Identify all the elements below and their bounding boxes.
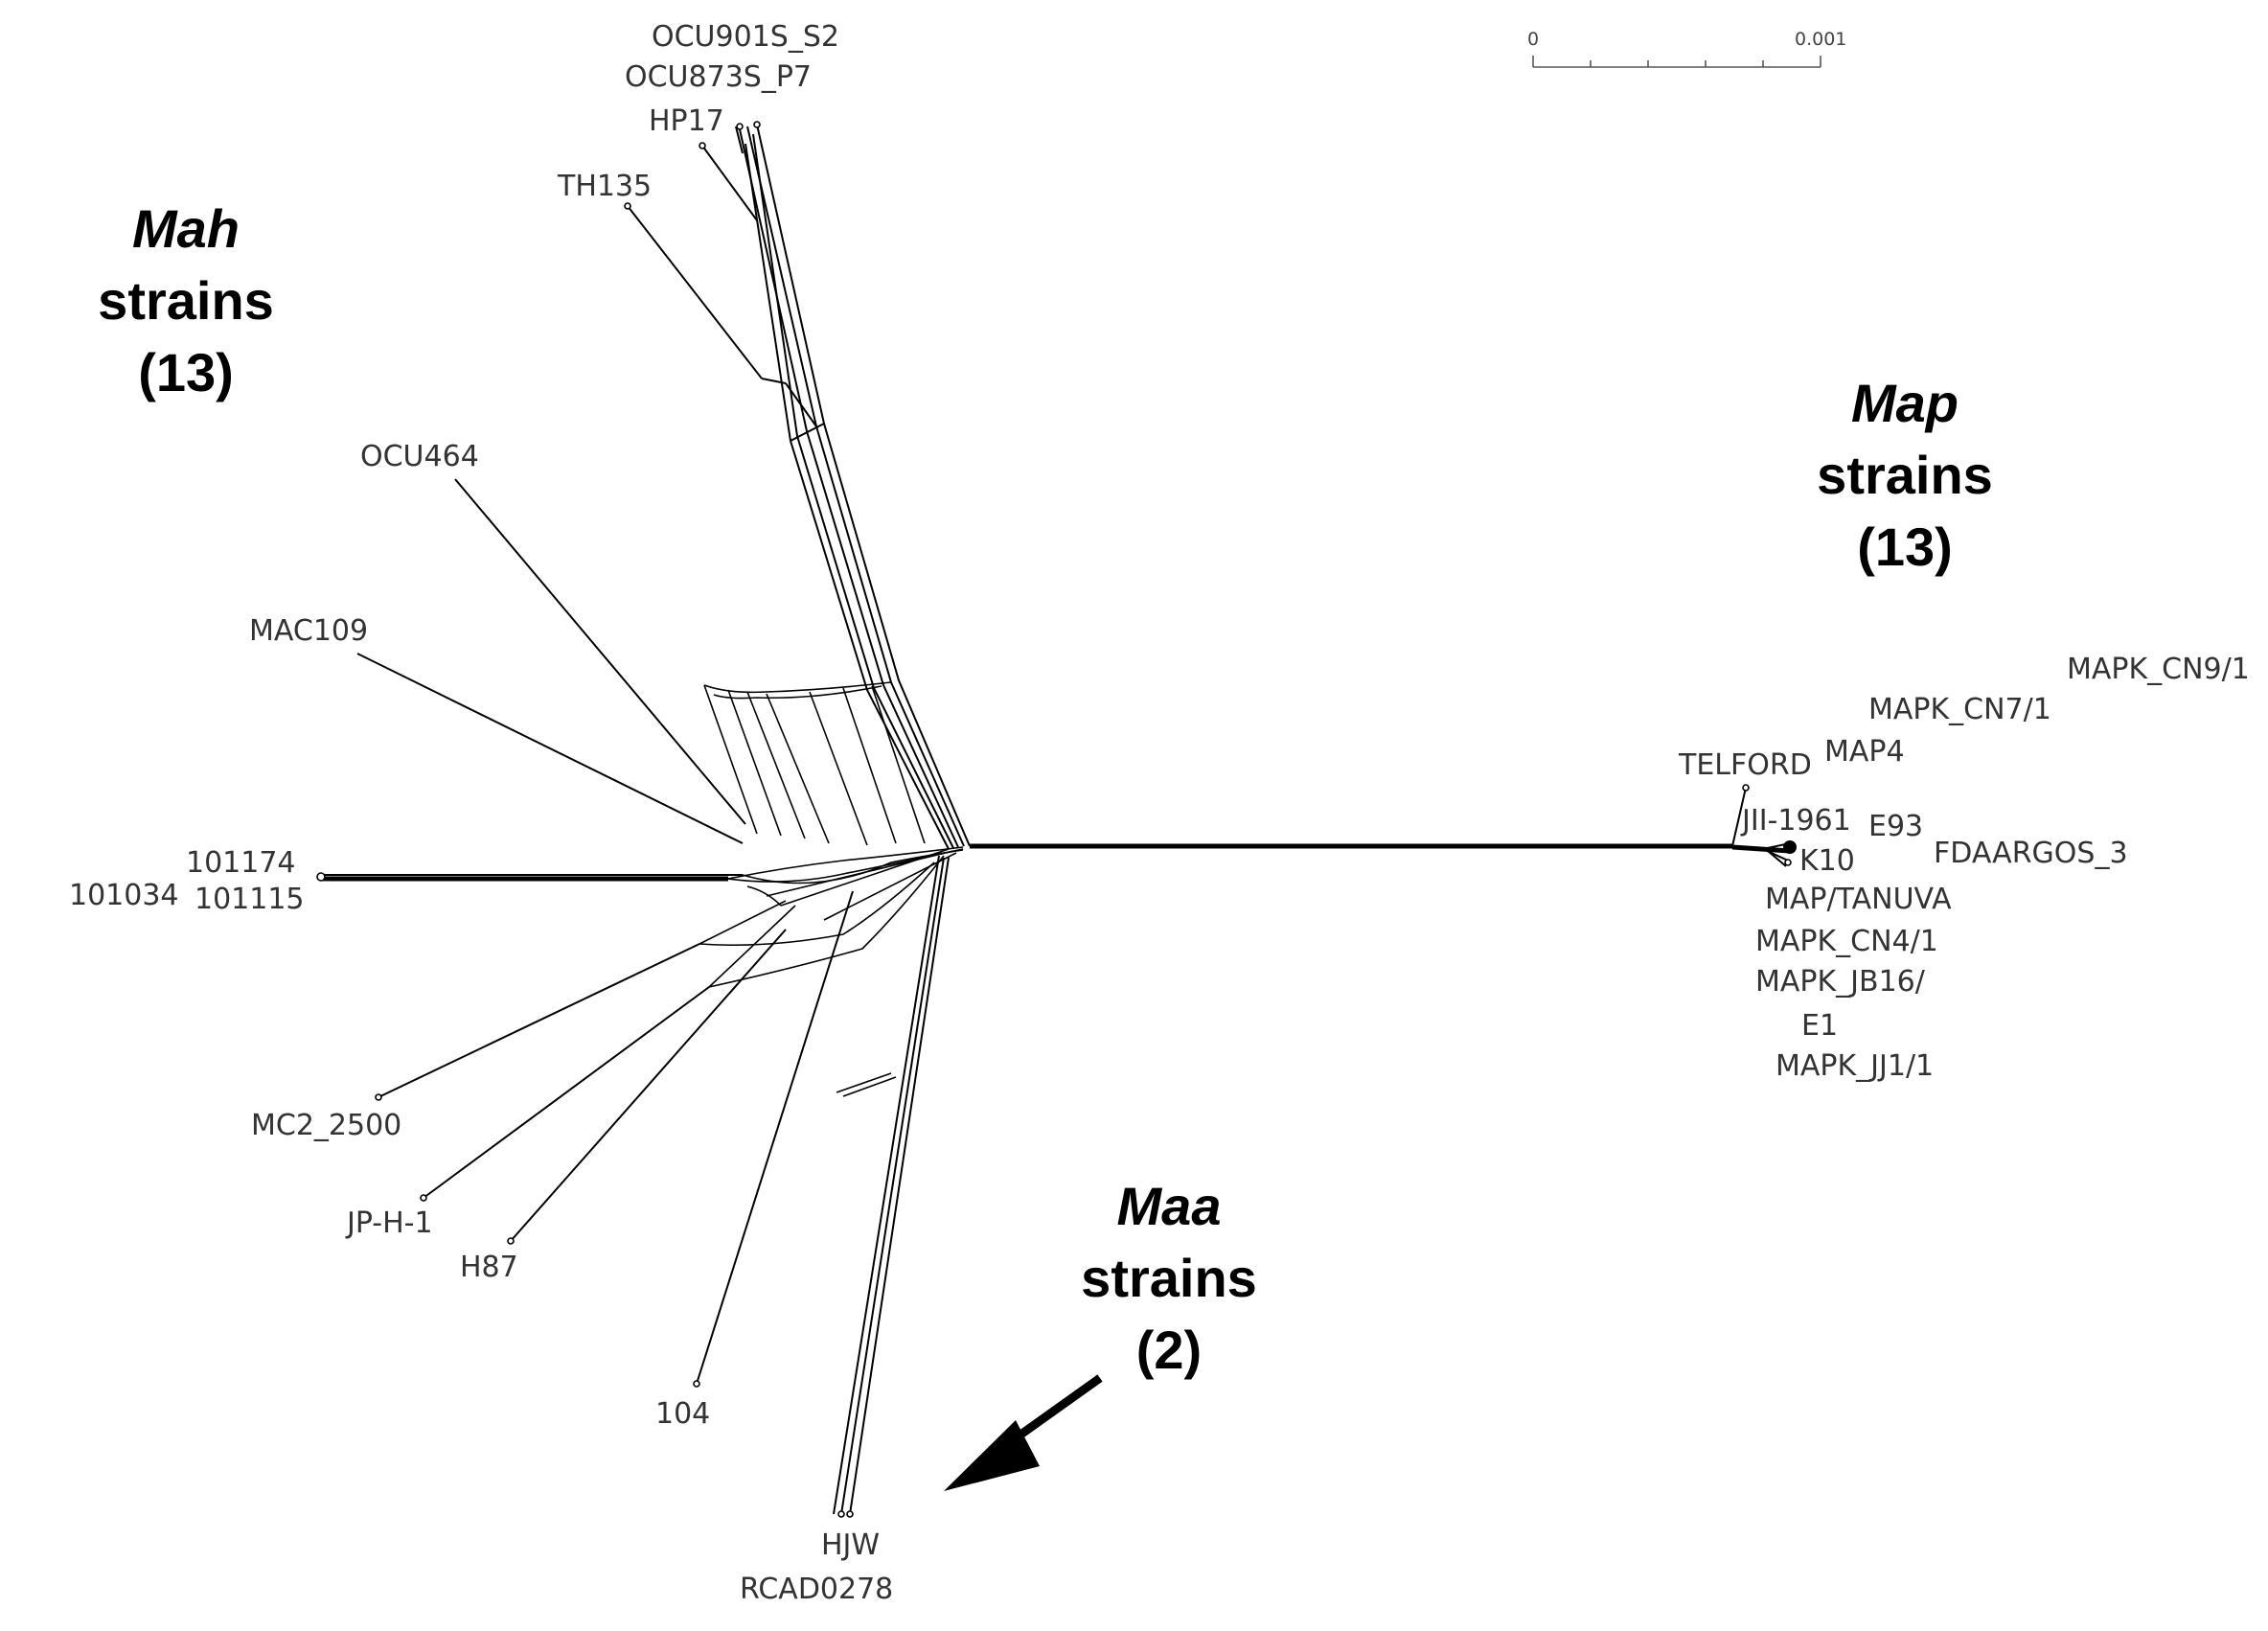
leaf-label: TH135 xyxy=(557,170,652,203)
group-label-maa: Maa strains (2) xyxy=(1081,1176,1257,1380)
leaf-label: MAPK_CN4/1 xyxy=(1755,925,1938,958)
leaf-label: OCU901S_S2 xyxy=(652,20,839,54)
leaf-labels-mah: OCU901S_S2 OCU873S_P7 HP17 TH135 OCU464 … xyxy=(69,20,839,1431)
scale-bar: 0 0.001 xyxy=(1527,29,1846,68)
group-label-map: Map strains (13) xyxy=(1817,373,1993,577)
leaf-label: MAPK_CN9/1 xyxy=(2067,653,2250,686)
leaf-label: MAP4 xyxy=(1824,735,1905,769)
leaf-label: HP17 xyxy=(649,104,724,138)
leaf-label: MAC109 xyxy=(249,614,368,648)
leaf-label: MAP/TANUVA xyxy=(1765,883,1952,916)
leaf-label: E93 xyxy=(1868,810,1923,843)
leaf-label: JP-H-1 xyxy=(345,1206,433,1240)
map-branch xyxy=(970,784,1797,867)
leaf-label: E1 xyxy=(1801,1009,1838,1043)
leaf-label: OCU464 xyxy=(360,440,479,473)
scale-max-label: 0.001 xyxy=(1795,29,1846,50)
mah-group-name: Mah xyxy=(132,198,240,259)
leaf-label: H87 xyxy=(460,1251,518,1284)
leaf-labels-map: MAPK_CN9/1 MAPK_CN7/1 MAP4 TELFORD JII-1… xyxy=(1678,653,2250,1083)
maa-group-word: strains xyxy=(1081,1248,1257,1308)
maa-branch xyxy=(833,855,950,1518)
leaf-label: 101115 xyxy=(195,883,305,916)
leaf-label: RCAD0278 xyxy=(740,1573,893,1606)
leaf-label: K10 xyxy=(1799,844,1855,878)
leaf-label: 104 xyxy=(655,1397,710,1431)
maa-group-count: (2) xyxy=(1136,1320,1202,1380)
mah-group-count: (13) xyxy=(138,342,234,402)
map-group-name: Map xyxy=(1851,373,1959,433)
mah-group-word: strains xyxy=(98,270,274,331)
leaf-label: MAPK_JB16/ xyxy=(1755,965,1926,999)
leaf-label: MAPK_CN7/1 xyxy=(1868,693,2051,726)
leaf-label: MAPK_JJ1/1 xyxy=(1775,1049,1934,1083)
leaf-label: OCU873S_P7 xyxy=(625,60,812,94)
map-group-word: strains xyxy=(1817,445,1993,505)
leaf-label: JII-1961 xyxy=(1740,804,1851,838)
leaf-label: HJW xyxy=(821,1528,880,1562)
maa-arrow xyxy=(944,1374,1103,1491)
group-label-mah: Mah strains (13) xyxy=(98,198,274,402)
leaf-labels-maa: HJW RCAD0278 xyxy=(740,1528,893,1606)
leaf-label: 101034 xyxy=(69,879,179,912)
maa-group-name: Maa xyxy=(1117,1176,1222,1236)
leaf-label: FDAARGOS_3 xyxy=(1934,837,2128,870)
scale-min-label: 0 xyxy=(1527,29,1539,50)
reticulation-upper xyxy=(356,478,926,846)
leaf-label: 101174 xyxy=(186,846,296,880)
leaf-label: MC2_2500 xyxy=(251,1109,401,1142)
map-group-count: (13) xyxy=(1857,517,1953,577)
leaf-label: TELFORD xyxy=(1678,748,1812,782)
upper-bundle xyxy=(624,121,971,850)
reticulation-lower xyxy=(375,848,957,1388)
